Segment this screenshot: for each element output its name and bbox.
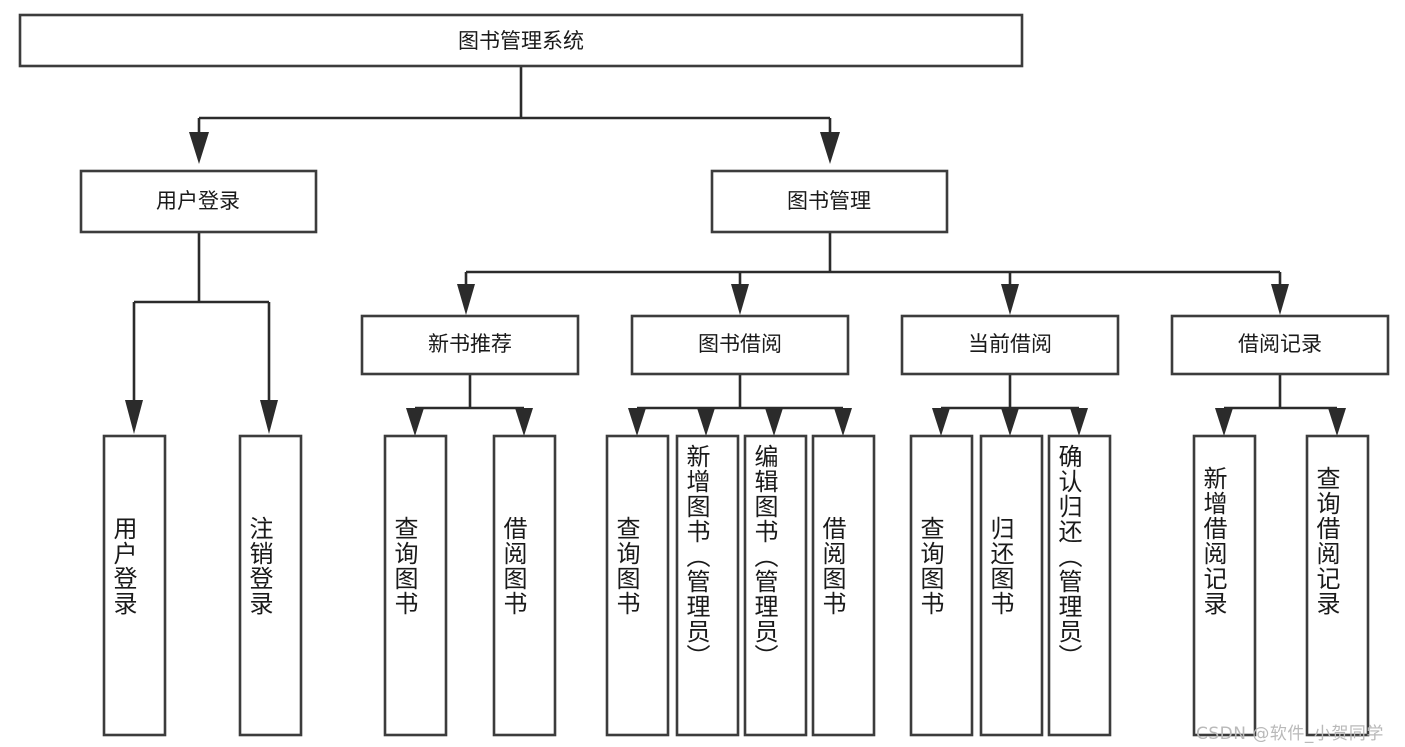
arrow-head-leaf-query-book-1 <box>406 408 424 436</box>
connector-group-book-borrow <box>628 374 852 436</box>
node-user-login[interactable]: 用户登录 <box>79 169 318 234</box>
connector-group-borrow-record <box>1215 374 1346 436</box>
node-borrow-record-label: 借阅记录 <box>1238 332 1322 356</box>
arrow-head-book-manage <box>820 132 840 164</box>
arrow-head-leaf-borrow-book-2 <box>834 408 852 436</box>
leaf-box-confirm-return[interactable] <box>1047 434 1112 737</box>
leaf-box-query-book-1[interactable] <box>383 434 448 737</box>
node-user-login-box[interactable] <box>79 169 318 234</box>
csdn-watermark: CSDN @软件_小贺同学 <box>1196 724 1384 744</box>
arrow-head-leaf-user-logout <box>260 400 278 434</box>
arrow-head-leaf-confirm-return <box>1070 408 1088 436</box>
node-root-box[interactable] <box>18 13 1024 68</box>
node-book-manage-label: 图书管理 <box>787 189 871 213</box>
connector-group-new-book-recommend <box>406 374 533 436</box>
node-root[interactable]: 图书管理系统 <box>18 13 1024 68</box>
leaf-box-return-book[interactable] <box>979 434 1044 737</box>
arrow-head-book-borrow <box>731 284 749 315</box>
leaf-box-borrow-book-2[interactable] <box>811 434 876 737</box>
arrow-head-leaf-borrow-book-1 <box>515 408 533 436</box>
leaf-box-add-record[interactable] <box>1192 434 1257 737</box>
connector-group-user-login <box>125 232 278 434</box>
node-book-borrow-label: 图书借阅 <box>698 332 782 356</box>
leaf-box-user-login[interactable] <box>102 434 167 737</box>
node-borrow-record-box[interactable] <box>1170 314 1390 376</box>
arrow-head-leaf-add-book <box>697 408 715 436</box>
leaf-box-query-book-2[interactable] <box>605 434 670 737</box>
arrow-head-current-borrow <box>1001 284 1019 315</box>
node-current-borrow-box[interactable] <box>900 314 1120 376</box>
node-book-manage[interactable]: 图书管理 <box>710 169 949 234</box>
arrow-head-leaf-user-login <box>125 400 143 434</box>
leaf-box-user-logout[interactable] <box>238 434 303 737</box>
arrow-head-leaf-query-book-2 <box>628 408 646 436</box>
connector-group-book-manage <box>457 232 1289 315</box>
node-book-manage-box[interactable] <box>710 169 949 234</box>
leaf-box-add-book[interactable] <box>675 434 740 737</box>
arrow-head-borrow-record <box>1271 284 1289 315</box>
node-book-borrow[interactable]: 图书借阅 <box>630 314 850 376</box>
arrow-head-leaf-return-book <box>1001 408 1019 436</box>
node-current-borrow[interactable]: 当前借阅 <box>900 314 1120 376</box>
arrow-head-user-login <box>189 132 209 164</box>
arrow-head-leaf-query-record <box>1328 408 1346 436</box>
leaf-box-borrow-book-1[interactable] <box>492 434 557 737</box>
node-new-book-recommend-label: 新书推荐 <box>428 332 512 356</box>
leaf-box-edit-book[interactable] <box>743 434 808 737</box>
arrow-head-leaf-add-record <box>1215 408 1233 436</box>
node-book-borrow-box[interactable] <box>630 314 850 376</box>
leaf-box-query-book-3[interactable] <box>909 434 974 737</box>
leaf-boxes <box>102 434 1370 737</box>
node-borrow-record[interactable]: 借阅记录 <box>1170 314 1390 376</box>
node-user-login-label: 用户登录 <box>156 189 240 213</box>
node-root-label: 图书管理系统 <box>458 29 584 53</box>
arrow-head-leaf-query-book-3 <box>932 408 950 436</box>
arrow-head-new-book-recommend <box>457 284 475 315</box>
leaf-box-query-record[interactable] <box>1305 434 1370 737</box>
connector-group-root <box>189 66 840 164</box>
node-new-book-recommend[interactable]: 新书推荐 <box>360 314 580 376</box>
arrow-head-leaf-edit-book <box>765 408 783 436</box>
node-current-borrow-label: 当前借阅 <box>968 332 1052 356</box>
connector-group-current-borrow <box>932 374 1088 436</box>
node-new-book-recommend-box[interactable] <box>360 314 580 376</box>
